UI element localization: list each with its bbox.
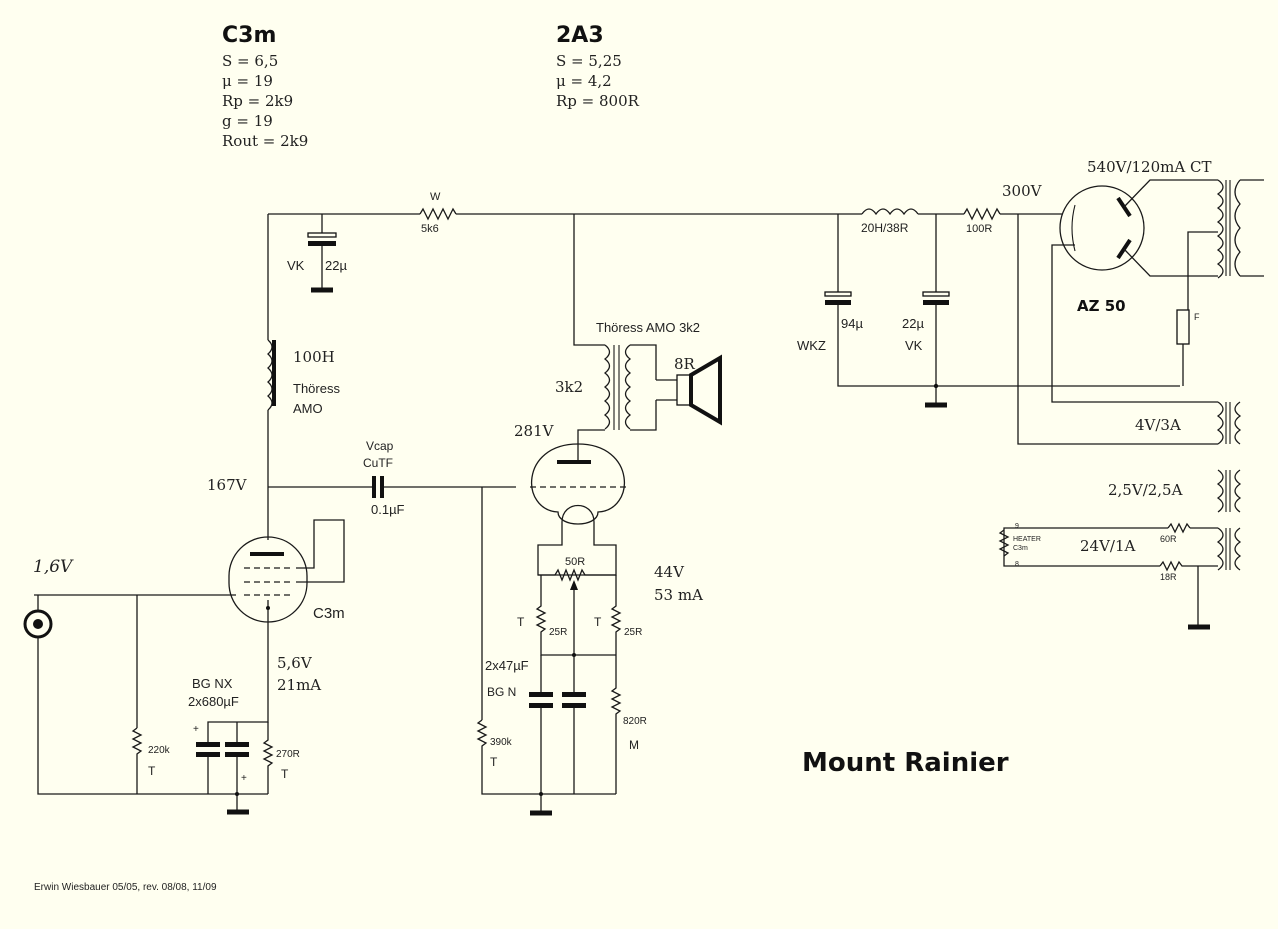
cap22b-label: 22µ xyxy=(902,316,924,331)
2a3-param: S = 5,25 xyxy=(556,52,622,70)
r5k6-label: 5k6 xyxy=(421,223,439,235)
t1-label: T xyxy=(148,764,156,778)
heater-label: HEATER xyxy=(1013,536,1041,543)
r18-label: 18R xyxy=(1160,572,1177,582)
vk-label: VK xyxy=(287,258,305,273)
vcap-label: Vcap xyxy=(366,439,394,453)
t3-label: T xyxy=(490,755,498,769)
t2-label: T xyxy=(281,767,289,781)
c3m-param: Rp = 2k9 xyxy=(222,92,293,110)
power-transformer xyxy=(1176,179,1264,386)
cutf-label: CuTF xyxy=(363,456,393,470)
tube-c3m xyxy=(34,519,345,623)
input-jack xyxy=(23,595,268,795)
m-label: M xyxy=(629,738,639,752)
resistor-220k xyxy=(131,595,143,794)
h100-label: 100H xyxy=(293,348,335,366)
transformer-label: 540V/120mA CT xyxy=(1087,158,1211,176)
r100-label: 100R xyxy=(966,223,992,235)
speaker-icon xyxy=(656,354,722,426)
heater-winding-24v xyxy=(998,522,1242,630)
resistor-100r xyxy=(963,207,1001,221)
r3k2-label: 3k2 xyxy=(555,378,583,396)
coupling-capacitor xyxy=(268,476,616,795)
c3m-param: S = 6,5 xyxy=(222,52,278,70)
capacitor-22u-vk xyxy=(307,214,337,293)
rectifier-tube-az50 xyxy=(1051,179,1218,403)
bgn-label: BG N xyxy=(487,685,516,699)
r50-label: 50R xyxy=(565,556,585,568)
heater-winding-4v xyxy=(1017,214,1242,445)
output-transformer xyxy=(573,214,657,460)
heater-c3m-label: C3m xyxy=(1013,545,1028,552)
cap22-label: 22µ xyxy=(325,258,347,273)
h24v-label: 24V/1A xyxy=(1080,537,1136,555)
cap01-label: 0.1µF xyxy=(371,502,405,517)
c3m-param: Rout = 2k9 xyxy=(222,132,308,150)
r820-label: 820R xyxy=(623,716,647,727)
cap47-label: 2x47µF xyxy=(485,658,529,673)
cap94-label: 94µ xyxy=(841,316,863,331)
v281-label: 281V xyxy=(514,422,555,440)
i21-label: 21mA xyxy=(277,676,321,694)
wkz-label: WKZ xyxy=(797,338,826,353)
hum-pot-50r xyxy=(535,568,622,657)
r8-label: 8R xyxy=(674,355,696,373)
rectifier-label: AZ 50 xyxy=(1077,297,1126,315)
fuse-label: F xyxy=(1194,312,1200,322)
cap680-label: 2x680µF xyxy=(188,694,239,709)
diagram-title: Mount Rainier xyxy=(802,748,1009,778)
c3m-tube-label: C3m xyxy=(313,605,345,622)
i53-label: 53 mA xyxy=(654,586,703,604)
cathode-bypass-2a3 xyxy=(529,655,622,816)
h4v-label: 4V/3A xyxy=(1135,416,1181,434)
r60-label: 60R xyxy=(1160,534,1177,544)
2a3-param: Rp = 800R xyxy=(556,92,640,110)
r390k-label: 390k xyxy=(490,737,513,748)
bgnx-label: BG NX xyxy=(192,676,233,691)
r220k-label: 220k xyxy=(148,745,171,756)
pin9-label: 9 xyxy=(1015,523,1019,530)
v300-label: 300V xyxy=(1002,182,1043,200)
v56-label: 5,6V xyxy=(277,654,313,672)
v16-label: 1,6V xyxy=(33,557,74,577)
c3m-param: g = 19 xyxy=(222,112,273,130)
thoress-label: Thöress xyxy=(293,381,340,396)
amo-label: AMO xyxy=(293,401,323,416)
plus-label: + xyxy=(241,773,247,784)
v167-label: 167V xyxy=(207,476,248,494)
c3m-title: C3m xyxy=(222,23,276,48)
choke-label: 20H/38R xyxy=(861,221,909,235)
r270-label: 270R xyxy=(276,749,300,760)
c3m-param: μ = 19 xyxy=(222,72,273,90)
t4-label: T xyxy=(517,615,525,629)
tube-2a3 xyxy=(530,443,626,576)
r25a-label: 25R xyxy=(549,627,567,638)
capacitor-22u-filter xyxy=(922,214,950,408)
2a3-param: μ = 4,2 xyxy=(556,72,612,90)
cathode-bypass-c3m xyxy=(196,622,274,815)
2a3-title: 2A3 xyxy=(556,23,604,48)
t5-label: T xyxy=(594,615,602,629)
r25b-label: 25R xyxy=(624,627,642,638)
resistor-5k6 xyxy=(419,207,457,221)
plate-choke-100h xyxy=(267,214,276,540)
v44-label: 44V xyxy=(654,563,685,581)
b-plus-rail xyxy=(268,207,1062,221)
plus-label: + xyxy=(193,724,199,735)
footer-credit: Erwin Wiesbauer 05/05, rev. 08/08, 11/09 xyxy=(34,882,217,893)
vk2-label: VK xyxy=(905,338,923,353)
h25v-label: 2,5V/2,5A xyxy=(1108,481,1183,499)
heater-winding-2v5 xyxy=(1216,469,1242,513)
ot-label: Thöress AMO 3k2 xyxy=(596,320,700,335)
capacitor-94u xyxy=(824,214,1180,387)
pin8-label: 8 xyxy=(1015,561,1019,568)
choke-20h xyxy=(861,208,919,216)
w-label: W xyxy=(430,191,441,203)
